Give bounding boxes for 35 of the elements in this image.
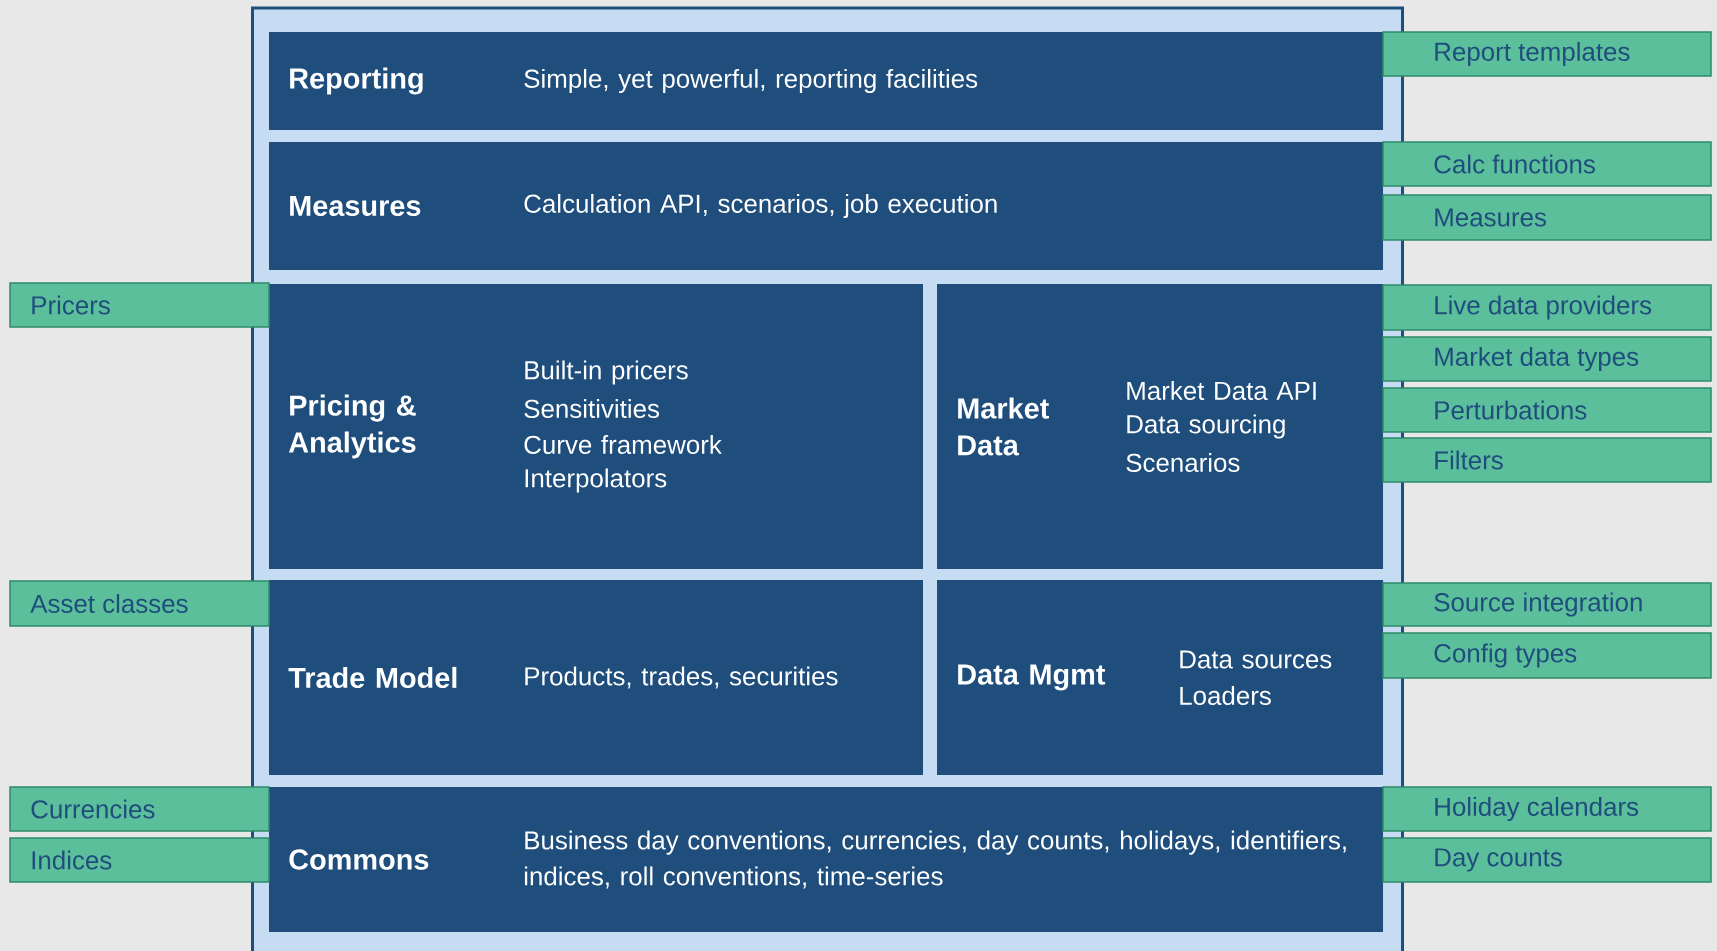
plugin-tab: Config types xyxy=(1382,632,1712,679)
layer-description: Sensitivities xyxy=(524,399,659,418)
layer-title: Commons xyxy=(289,849,429,870)
layer-title: Pricing & Analytics xyxy=(288,394,416,459)
plugin-tab: Filters xyxy=(1382,437,1712,483)
layer-description: Products, trades, securities xyxy=(525,666,838,689)
layer-description: Interpolators xyxy=(525,468,667,493)
layer-title: Data Mgmt xyxy=(958,664,1106,691)
plugin-tab: Indices xyxy=(9,837,270,883)
plugin-tab: Holiday calendars xyxy=(1382,786,1712,832)
layer-description: Data sourcing xyxy=(1127,414,1285,439)
layer-description: Built-in pricers xyxy=(525,360,688,385)
plugin-tab: Pricers xyxy=(9,282,270,328)
plugin-tab: Currencies xyxy=(9,786,270,832)
layer-title: Reporting xyxy=(290,67,423,95)
layer-description: Data sources xyxy=(1180,650,1332,669)
layer-description: Simple, yet powerful, reporting facilities xyxy=(524,68,978,94)
plugin-tab: Report templates xyxy=(1382,31,1712,77)
layer-title: Measures xyxy=(290,195,421,217)
layer-description: Calculation API, scenarios, job execution xyxy=(524,193,997,219)
plugin-tab: Day counts xyxy=(1382,837,1712,883)
layer-description: Curve framework xyxy=(524,435,722,454)
plugin-tab: Perturbations xyxy=(1382,387,1712,433)
plugin-tab: Measures xyxy=(1382,194,1712,241)
layer-description: Business day conventions, currencies, day counts, holidays, identifiers, indices, roll conventions, time-series xyxy=(524,830,1346,889)
plugin-tab: Source integration xyxy=(1382,582,1712,627)
layer-title: Trade Model xyxy=(288,666,457,689)
layer-description: Market Data API xyxy=(1127,381,1316,400)
layer-title: Market Data xyxy=(958,397,1049,456)
plugin-tab: Asset classes xyxy=(9,580,270,627)
plugin-tab: Calc functions xyxy=(1382,141,1712,187)
layer-description: Scenarios xyxy=(1126,453,1240,472)
layer-description: Loaders xyxy=(1180,686,1271,705)
plugin-tab: Market data types xyxy=(1382,336,1712,382)
plugin-tab: Live data providers xyxy=(1382,284,1712,331)
